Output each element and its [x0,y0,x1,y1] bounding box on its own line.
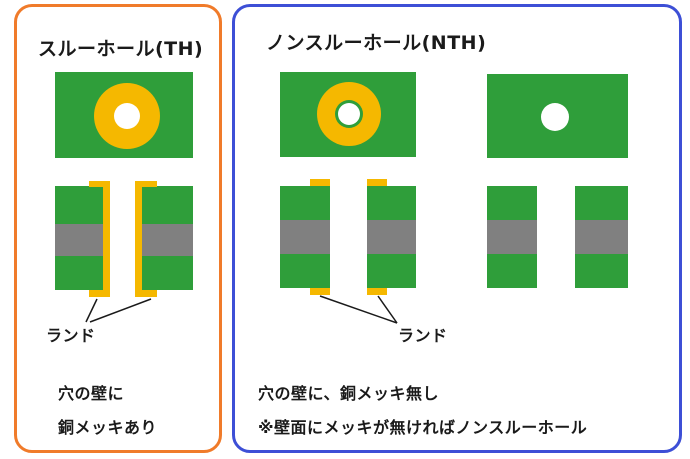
th-land-leader-right [89,298,152,323]
nth-land-top-left [310,179,330,186]
nth-title: ノンスルーホール(NTH) [266,32,487,54]
nth-cross-section-no-land [487,186,628,288]
th-cross-section [55,181,193,297]
nth-description-line2: ※壁面にメッキが無ければノンスルーホール [258,418,588,437]
th-land-leader-left [85,298,98,323]
th-top-hole [114,103,140,129]
nth-land-bottom-right [367,288,387,295]
th-plating-right [135,183,142,297]
nth-land-leader-right [377,295,398,324]
nth-description-line1: 穴の壁に、銅メッキ無し [258,384,440,403]
nth-top-hole-no-land [541,103,569,131]
th-description-line2: 銅メッキあり [58,418,158,437]
th-description-line1: 穴の壁に [58,384,125,403]
nth-cross-section-with-land [280,179,416,295]
nth-land-bottom-left [310,288,330,295]
th-title: スルーホール(TH) [38,38,204,60]
th-plating-left [103,183,110,297]
nth-land-top-right [367,179,387,186]
nth-land-label: ランド [398,326,448,345]
nth-top-hole [338,103,360,125]
nth-land-leader-left [319,295,398,324]
th-land-label: ランド [46,326,96,345]
